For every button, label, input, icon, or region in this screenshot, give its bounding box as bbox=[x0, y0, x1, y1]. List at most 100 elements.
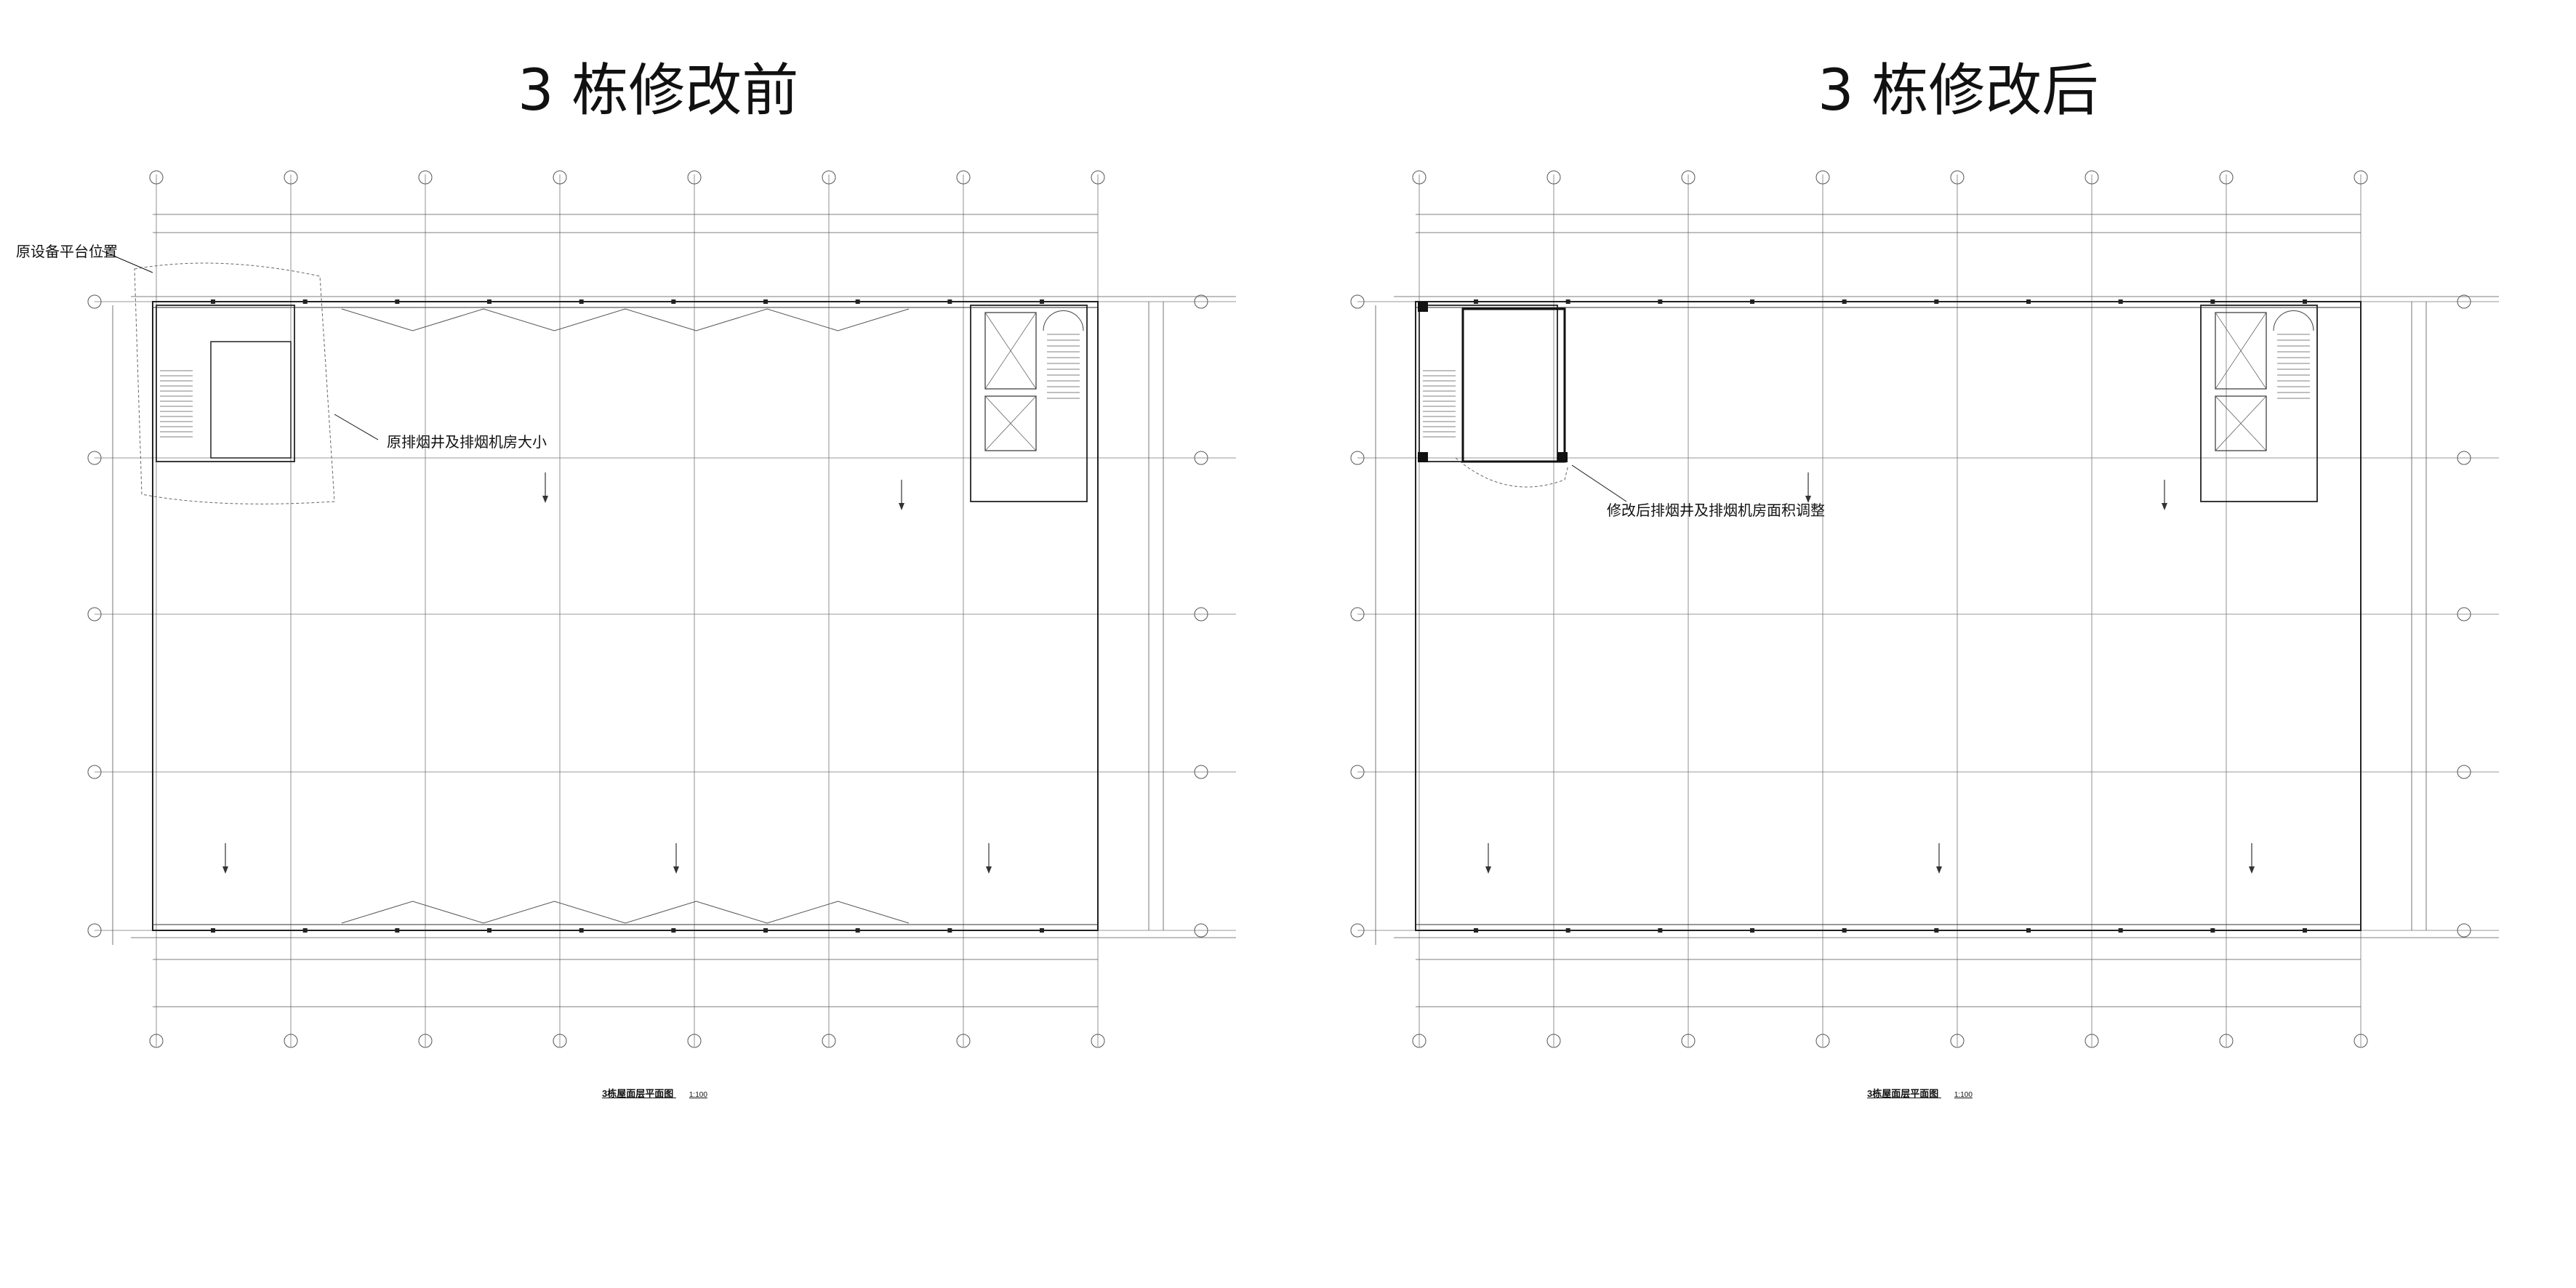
stair-core-right bbox=[2200, 305, 2318, 502]
grid-bubble bbox=[1091, 170, 1105, 185]
caption-scale: 1:100 bbox=[1954, 1091, 1973, 1099]
roof-drain bbox=[2303, 299, 2307, 304]
caption-text: 3栋屋面层平面图 bbox=[1867, 1088, 1939, 1099]
grid-bubble bbox=[1350, 607, 1365, 621]
roof-drain bbox=[1934, 928, 1939, 933]
roof-drain bbox=[1565, 928, 1570, 933]
stair-arc bbox=[2273, 310, 2314, 331]
elevator-cross bbox=[984, 312, 1037, 390]
grid-bubble bbox=[2085, 170, 2099, 185]
grid-bubble bbox=[149, 170, 164, 185]
elevator-shaft bbox=[984, 312, 1037, 390]
callout-original-platform: 原设备平台位置 bbox=[16, 243, 118, 260]
roof-drain bbox=[763, 299, 768, 304]
grid-bubble bbox=[822, 1034, 836, 1048]
grid-bubble bbox=[2354, 1034, 2368, 1048]
slope-arrow-head bbox=[542, 496, 548, 503]
grid-bubble bbox=[687, 1034, 702, 1048]
slope-arrow-head bbox=[1805, 496, 1811, 503]
structural-column bbox=[1418, 302, 1428, 312]
grid-bubble bbox=[1194, 294, 1208, 309]
panel-title-after: 3 栋修改后 bbox=[1818, 58, 2099, 124]
roof-drain bbox=[579, 928, 584, 933]
elevator-shaft bbox=[2215, 312, 2267, 390]
roof-drain bbox=[2210, 928, 2215, 933]
elevator-shaft bbox=[2215, 395, 2267, 451]
roof-drain bbox=[1474, 928, 1478, 933]
roof-drain bbox=[1658, 928, 1663, 933]
roof-drain bbox=[1750, 928, 1754, 933]
building-outline bbox=[1415, 301, 2362, 931]
grid-bubble bbox=[2457, 923, 2471, 938]
smoke-shaft-room bbox=[210, 341, 292, 459]
grid-bubble bbox=[2219, 1034, 2234, 1048]
grid-bubble bbox=[87, 607, 102, 621]
elevator-cross bbox=[2215, 312, 2267, 390]
roof-drain bbox=[2118, 299, 2123, 304]
grid-bubble bbox=[1546, 1034, 1561, 1048]
callout-modified-smoke-shaft: 修改后排烟井及排烟机房面积调整 bbox=[1607, 502, 1825, 519]
roof-drain bbox=[211, 299, 215, 304]
grid-bubble bbox=[1815, 170, 1830, 185]
grid-bubble bbox=[149, 1034, 164, 1048]
drawing-caption-before: 3栋屋面层平面图 1:100 bbox=[602, 1086, 707, 1100]
callout-original-smoke-shaft: 原排烟井及排烟机房大小 bbox=[387, 433, 547, 451]
grid-bubble bbox=[1815, 1034, 1830, 1048]
grid-bubble bbox=[1350, 765, 1365, 779]
grid-bubble bbox=[87, 765, 102, 779]
grid-bubble bbox=[1412, 170, 1427, 185]
slope-arrow-head bbox=[1936, 866, 1942, 874]
floor-plan-before bbox=[87, 170, 1236, 1048]
slope-arrow-head bbox=[899, 503, 904, 510]
grid-bubble bbox=[1546, 170, 1561, 185]
smoke-shaft-room bbox=[1461, 307, 1566, 463]
roof-drain bbox=[671, 299, 676, 304]
grid-bubble bbox=[1412, 1034, 1427, 1048]
revision-cloud bbox=[134, 262, 335, 504]
grid-bubble bbox=[1091, 1034, 1105, 1048]
stair-core-left bbox=[156, 305, 295, 462]
grid-bubble bbox=[956, 170, 971, 185]
roof-drain bbox=[1842, 928, 1847, 933]
roof-drain bbox=[2026, 928, 2031, 933]
grid-bubble bbox=[1350, 923, 1365, 938]
roof-drain bbox=[1934, 299, 1939, 304]
elevator-shaft bbox=[984, 395, 1037, 451]
roof-drain bbox=[1474, 299, 1478, 304]
roof-drain bbox=[2303, 928, 2307, 933]
grid-bubble bbox=[1194, 923, 1208, 938]
roof-drain bbox=[2118, 928, 2123, 933]
grid-bubble bbox=[553, 1034, 567, 1048]
drawing-caption-after: 3栋屋面层平面图 1:100 bbox=[1867, 1086, 1973, 1100]
roof-drain bbox=[763, 928, 768, 933]
grid-bubble bbox=[1950, 170, 1965, 185]
caption-text: 3栋屋面层平面图 bbox=[602, 1088, 674, 1099]
roof-drain bbox=[1565, 299, 1570, 304]
roof-drain bbox=[1842, 299, 1847, 304]
grid-bubble bbox=[1950, 1034, 1965, 1048]
elevator-cross bbox=[984, 395, 1037, 451]
grid-bubble bbox=[284, 170, 298, 185]
roof-drain bbox=[947, 928, 952, 933]
roof-drain bbox=[395, 299, 400, 304]
roof-drain bbox=[579, 299, 584, 304]
caption-scale: 1:100 bbox=[689, 1091, 707, 1099]
roof-drain bbox=[947, 299, 952, 304]
roof-drain bbox=[2210, 299, 2215, 304]
grid-bubble bbox=[1194, 607, 1208, 621]
roof-drain bbox=[855, 299, 860, 304]
roof-drain bbox=[487, 928, 491, 933]
structural-column bbox=[1557, 452, 1568, 462]
leader-line bbox=[1571, 464, 1627, 502]
grid-bubble bbox=[1681, 1034, 1696, 1048]
roof-drain bbox=[1750, 299, 1754, 304]
slope-arrow-head bbox=[986, 866, 992, 874]
roof-drain bbox=[1040, 928, 1044, 933]
roof-drain bbox=[1040, 299, 1044, 304]
leader-line bbox=[101, 250, 153, 273]
grid-bubble bbox=[87, 923, 102, 938]
grid-bubble bbox=[87, 294, 102, 309]
grid-bubble bbox=[1350, 451, 1365, 465]
elevator-cross bbox=[2215, 395, 2267, 451]
